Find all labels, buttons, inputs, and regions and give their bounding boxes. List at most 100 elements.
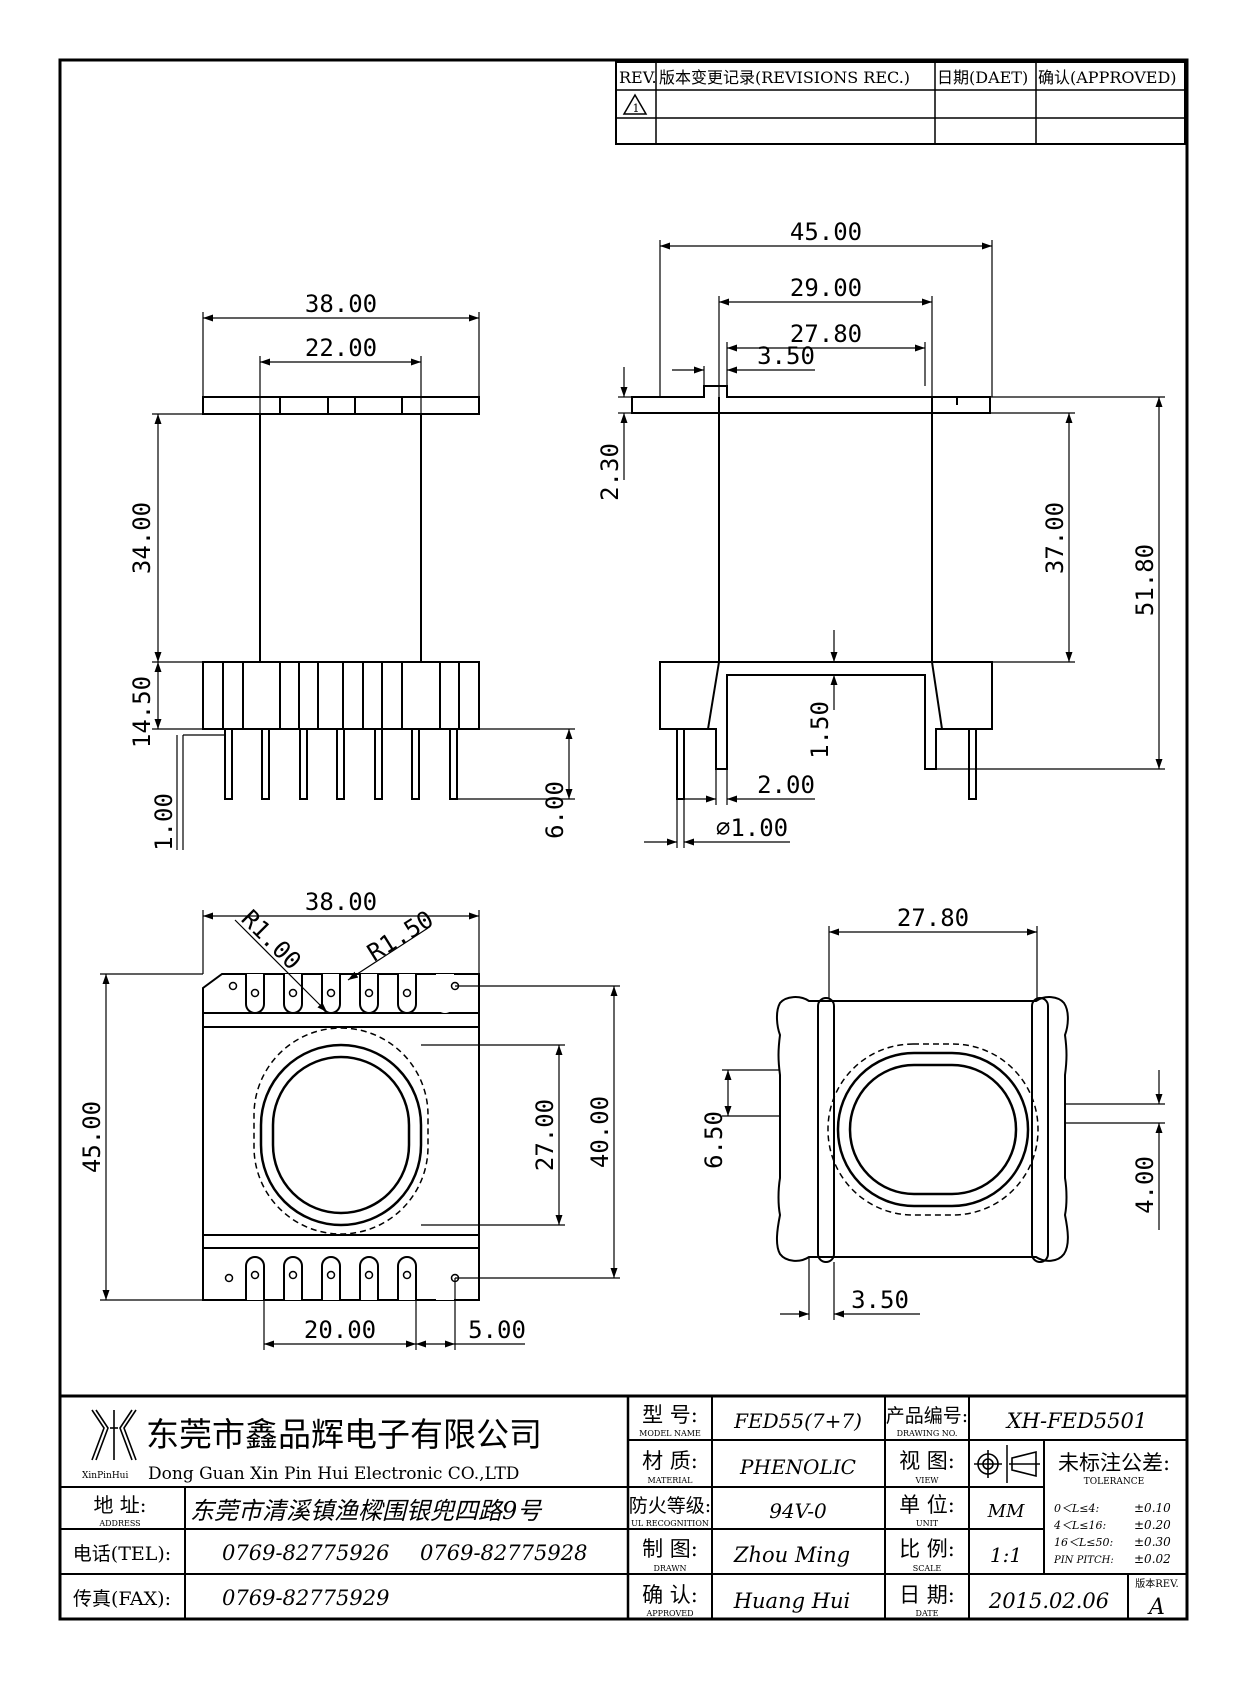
dim-side-pin-offset: 1.00	[150, 793, 178, 851]
dim-bottom-window: 27.00	[531, 1099, 559, 1171]
date-value: 2015.02.06	[988, 1589, 1109, 1613]
third-angle-projection-icon	[974, 1450, 1040, 1478]
address-value: 东莞市清溪镇渔樑围银兜四路9号	[190, 1497, 543, 1525]
tolerance-value-3: ±0.30	[1134, 1535, 1171, 1549]
fax-value: 0769-82775929	[222, 1586, 389, 1610]
rev-box-value: A	[1147, 1595, 1165, 1620]
dim-front-inner-width: 29.00	[790, 274, 862, 302]
dim-bottom-radius-1: R1.00	[236, 904, 307, 975]
dim-end-width: 27.80	[897, 904, 969, 932]
dim-bottom-inner: 40.00	[586, 1096, 614, 1168]
top-pin-slots	[245, 974, 454, 1014]
tolerance-range-1: 0＜L≤4:	[1054, 1502, 1099, 1515]
date-label-en: DATE	[916, 1609, 939, 1618]
bobbin-window-outer	[259, 1043, 423, 1227]
date-label: 日 期:	[899, 1583, 955, 1607]
side-view	[202, 396, 480, 800]
drawn-value: Zhou Ming	[733, 1543, 850, 1567]
tel-value-2: 0769-82775928	[420, 1541, 587, 1565]
scale-label-en: SCALE	[913, 1564, 942, 1573]
tolerance-range-4: PIN PITCH:	[1053, 1555, 1114, 1566]
ul-label-en: UL RECOGNITION	[631, 1519, 709, 1528]
end-view-left-flange	[817, 997, 835, 1263]
drawing-no-value: XH-FED5501	[1005, 1409, 1148, 1433]
approved-label-en: APPROVED	[645, 1609, 693, 1618]
tolerance-value-2: ±0.20	[1134, 1518, 1171, 1532]
dim-front-pin-spacing: 2.00	[757, 771, 815, 799]
ul-value: 94V-0	[769, 1499, 827, 1523]
revision-triangle-icon	[622, 93, 648, 115]
dim-side-height: 34.00	[128, 502, 156, 574]
material-label: 材 质:	[642, 1449, 698, 1473]
dim-front-flange-width: 45.00	[790, 218, 862, 246]
rev-box-label: 版本REV.	[1135, 1577, 1178, 1590]
end-view-core-inner	[848, 1063, 1018, 1196]
tolerance-range-2: 4＜L≤16:	[1053, 1519, 1106, 1532]
approved-value: Huang Hui	[733, 1589, 851, 1613]
dim-front-flange-thickness: 2.30	[596, 443, 624, 501]
drawing-no-label-en: DRAWING NO.	[897, 1429, 958, 1438]
rev-header-date: 日期(DAET)	[937, 68, 1028, 87]
dim-side-base-height: 14.50	[128, 676, 156, 748]
material-value: PHENOLIC	[739, 1455, 856, 1479]
front-view	[631, 385, 993, 800]
sheet-border	[58, 58, 1189, 1621]
model-value: FED55(7+7)	[733, 1409, 862, 1433]
scale-label: 比 例:	[899, 1537, 955, 1561]
model-label: 型 号:	[642, 1403, 698, 1427]
dim-front-height-37: 37.00	[1041, 502, 1069, 574]
company-name-en: Dong Guan Xin Pin Hui Electronic CO.,LTD	[148, 1464, 519, 1484]
tolerance-value-1: ±0.10	[1134, 1501, 1171, 1515]
rev-header-approved: 确认(APPROVED)	[1038, 68, 1177, 87]
dim-end-slot: 6.50	[700, 1111, 728, 1169]
view-label-en: VIEW	[915, 1476, 940, 1485]
tel-value-1: 0769-82775926	[222, 1541, 389, 1565]
company-name-cn: 东莞市鑫品辉电子有限公司	[146, 1415, 542, 1454]
revision-table	[615, 61, 1186, 145]
tolerance-label-en: TOLERANCE	[1084, 1477, 1145, 1487]
dim-bottom-width: 38.00	[305, 888, 377, 916]
bobbin-window-inner	[271, 1055, 411, 1215]
front-view-dimension-lines	[618, 240, 1165, 848]
ul-label: 防火等级:	[629, 1495, 711, 1517]
end-view-core-hidden	[827, 1043, 1039, 1216]
tolerance-label: 未标注公差:	[1058, 1451, 1170, 1475]
dim-front-step: 3.50	[757, 342, 815, 370]
dim-end-wall: 3.50	[851, 1286, 909, 1314]
dim-end-tab: 4.00	[1131, 1156, 1159, 1214]
dim-front-overall-height: 51.80	[1131, 544, 1159, 616]
rev-header-rev: REV.	[619, 68, 657, 87]
dim-side-core-width: 22.00	[305, 334, 377, 362]
end-view	[776, 996, 1069, 1263]
dim-side-pin-length: 6.00	[541, 781, 569, 839]
drawn-label: 制 图:	[642, 1537, 698, 1561]
unit-label-en: UNIT	[916, 1519, 939, 1528]
side-view-dimension-lines	[152, 312, 575, 850]
dim-front-pin-diameter: ⌀1.00	[716, 814, 788, 842]
logo-text: XinPinHui	[82, 1471, 128, 1481]
bottom-pin-slots	[245, 1256, 454, 1300]
end-view-right-flange	[1031, 997, 1049, 1263]
unit-label: 单 位:	[899, 1493, 955, 1517]
rev-header-record: 版本变更记录(REVISIONS REC.)	[659, 68, 910, 87]
scale-value: 1:1	[990, 1543, 1022, 1567]
bobbin-window-hidden	[253, 1027, 429, 1235]
dim-front-tube-width: 27.80	[790, 320, 862, 348]
tel-label: 电话(TEL):	[73, 1543, 171, 1565]
bottom-view	[202, 973, 480, 1301]
view-label: 视 图:	[899, 1449, 955, 1473]
dim-front-standoff: 1.50	[806, 701, 834, 759]
end-view-dimension-lines	[722, 926, 1165, 1320]
dim-bottom-pin-pitch: 5.00	[468, 1316, 526, 1344]
company-logo	[91, 1409, 137, 1461]
dim-bottom-depth: 45.00	[78, 1101, 106, 1173]
tolerance-range-3: 16＜L≤50:	[1054, 1536, 1113, 1549]
end-view-core-outer	[836, 1051, 1030, 1208]
tolerance-value-4: ±0.02	[1134, 1552, 1171, 1566]
address-label-en: ADDRESS	[98, 1519, 140, 1528]
drawn-label-en: DRAWN	[653, 1564, 686, 1573]
model-label-en: MODEL NAME	[639, 1429, 701, 1438]
address-label: 地 址:	[93, 1493, 146, 1517]
material-label-en: MATERIAL	[648, 1476, 694, 1485]
rev-row1-number: 1	[633, 102, 640, 115]
